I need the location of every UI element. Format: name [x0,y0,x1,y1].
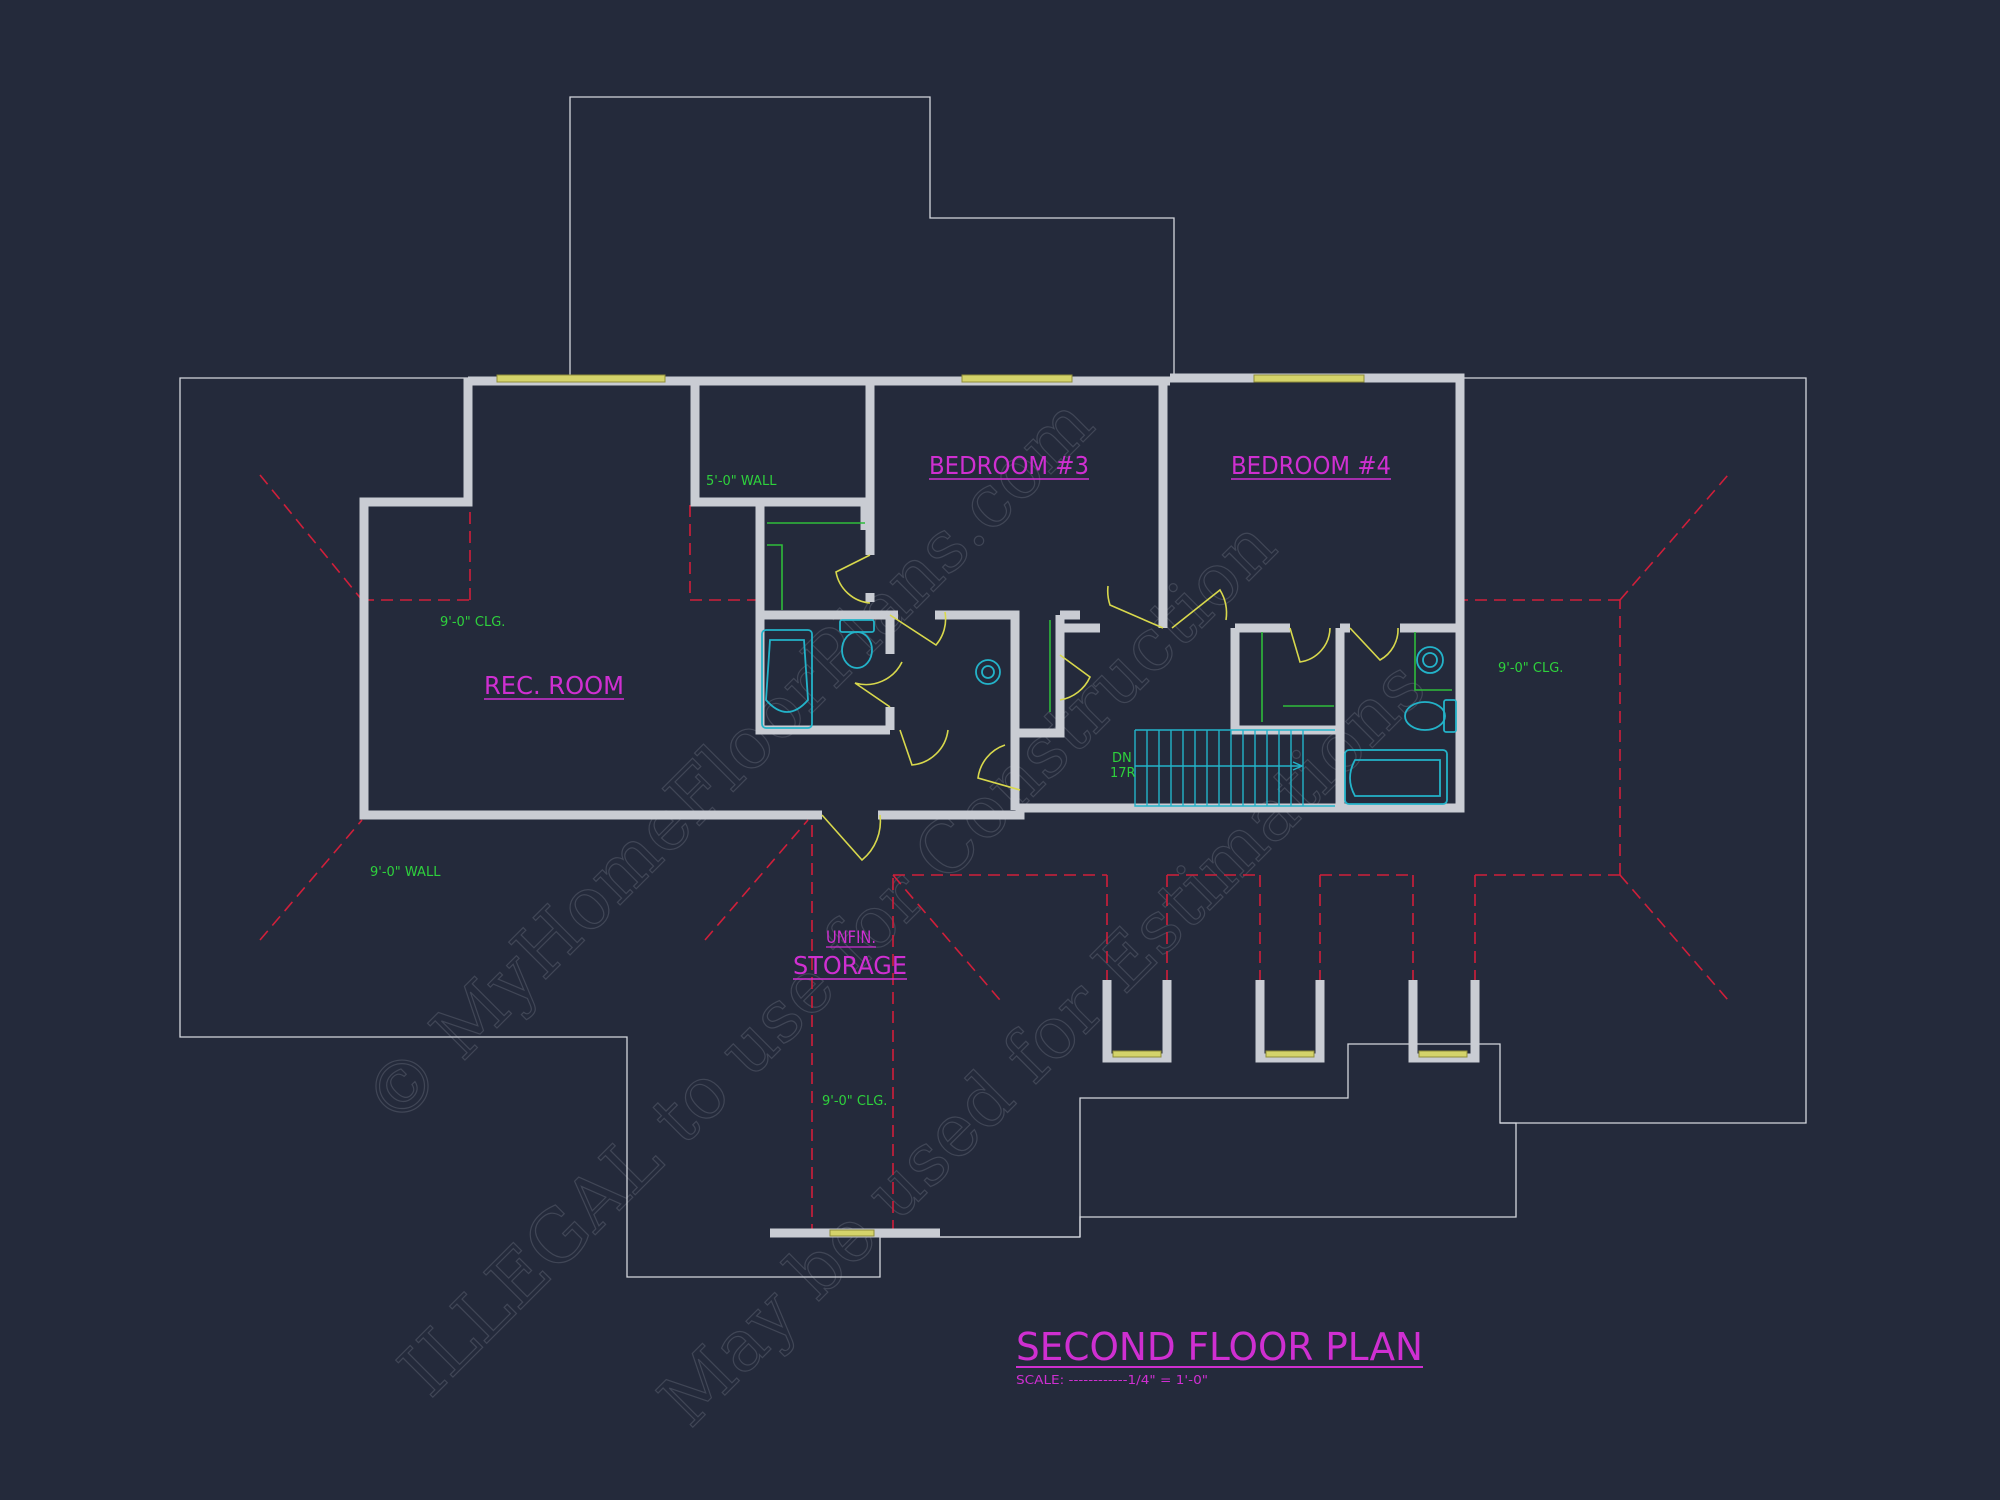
room-label-storage: STORAGE [793,951,907,980]
window [1265,1050,1315,1058]
plan-title: SECOND FLOOR PLAN [1016,1325,1423,1369]
stair-risers-label: 17R [1110,766,1136,781]
toilet [841,631,873,669]
room-label-rec-room: REC. ROOM [484,671,624,700]
window [496,374,666,383]
window [829,1229,875,1237]
note-ceiling-bottom: 9'-0" CLG. [822,1094,887,1109]
stair-direction-label: DN [1112,751,1132,766]
sink [975,659,1001,685]
staircase [1134,729,1335,807]
bath-fixtures [761,619,1457,805]
note-5ft-wall: 5'-0" WALL [706,474,777,489]
roof-ridge-lines [259,474,1729,1232]
bathtub [761,629,813,729]
annotations: 5'-0" WALL 9'-0" CLG. 9'-0" CLG. 9'-0" C… [370,474,1563,1109]
window [1253,374,1365,383]
closet-shelves [767,522,1452,722]
sink [1416,646,1444,674]
stair-treads [1146,730,1304,806]
room-label-unfin: UNFIN. [826,928,876,948]
window [1418,1050,1468,1058]
note-9ft-wall: 9'-0" WALL [370,865,441,880]
room-label-bedroom-3: BEDROOM #3 [929,451,1089,480]
window [1112,1050,1162,1058]
plan-scale: SCALE: ------------1/4" = 1'-0" [1016,1373,1208,1387]
note-ceiling-left: 9'-0" CLG. [440,615,505,630]
windows [496,374,1468,1237]
watermark: © MyHomeFloorPlans.com ILLEGAL to use fo… [347,380,1442,1443]
room-label-bedroom-4: BEDROOM #4 [1231,451,1391,480]
bathtub [1344,749,1448,805]
doors [821,554,1399,862]
title-block: SECOND FLOOR PLAN SCALE: ------------1/4… [1016,1325,1423,1387]
note-ceiling-right: 9'-0" CLG. [1498,661,1563,676]
window [961,374,1073,383]
room-labels: REC. ROOM BEDROOM #3 BEDROOM #4 UNFIN. S… [484,451,1391,980]
toilet [1404,701,1446,731]
